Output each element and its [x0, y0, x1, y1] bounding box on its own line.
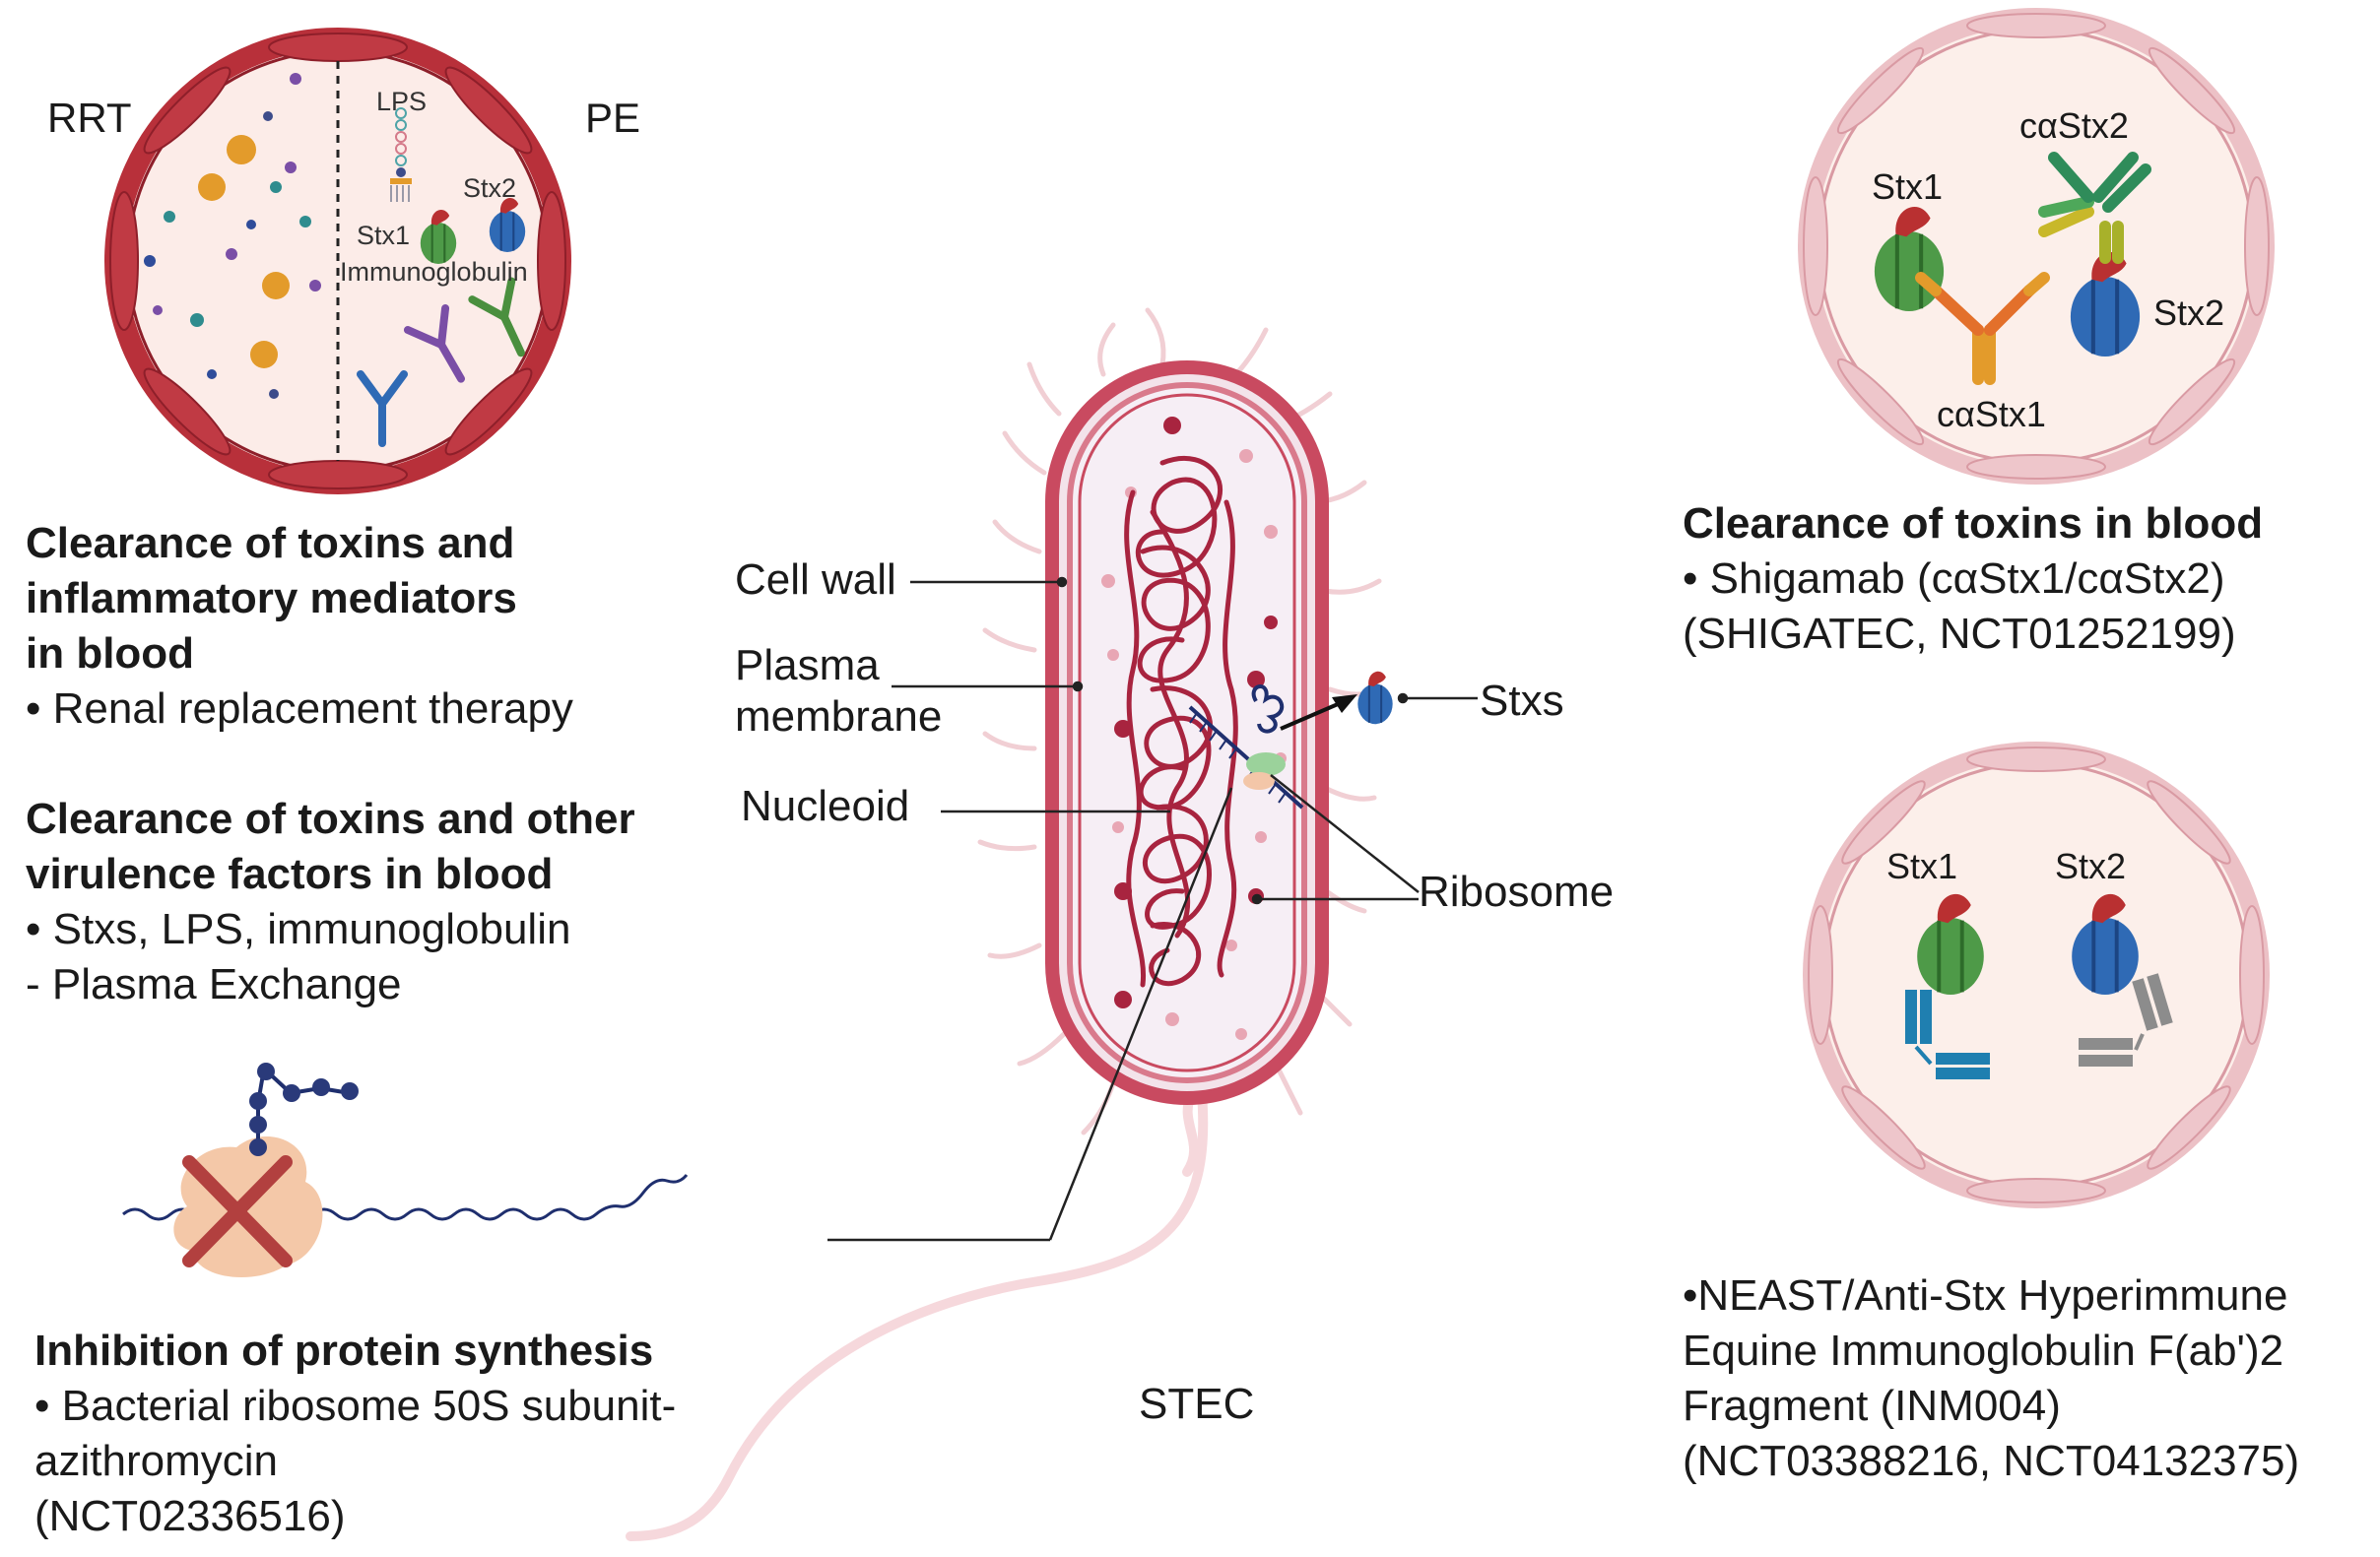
shigamab-line-2: (SHIGATEC, NCT01252199)	[1683, 610, 2236, 658]
cytoplasm-particles	[1101, 417, 1287, 1040]
top-stx2-label: Stx2	[2153, 292, 2224, 333]
plasma-membrane-label-line-2: membrane	[735, 692, 943, 741]
pe-heading-line-2: virulence factors in blood	[26, 850, 554, 898]
fab2-vessel: Stx1 Stx2	[1803, 742, 2270, 1208]
neast-line-1: •NEAST/Anti-Stx Hyperimmune	[1683, 1271, 2288, 1320]
neast-line-4: (NCT03388216, NCT04132375)	[1683, 1437, 2300, 1485]
immunoglobulin-label: Immunoglobulin	[340, 257, 528, 287]
rrt-heading-line-2: inflammatory mediators	[26, 574, 517, 622]
nucleoid-label: Nucleoid	[741, 782, 910, 830]
pe-bullet: • Stxs, LPS, immunoglobulin	[26, 905, 571, 953]
protein-synthesis-icon	[122, 1063, 689, 1277]
rrt-heading-line-1: Clearance of toxins and	[26, 519, 515, 567]
stx2-with-castx2-icon	[2038, 152, 2151, 357]
panel-stx1-label: Stx1	[357, 221, 410, 250]
pe-heading-line-1: Clearance of toxins and other	[26, 795, 635, 843]
nucleoid-dna	[1124, 455, 1238, 988]
neast-line-3: Fragment (INM004)	[1683, 1382, 2061, 1430]
bottom-stx2-label: Stx2	[2055, 846, 2126, 886]
plasma-membrane-label-line-1: Plasma	[735, 641, 880, 689]
top-castx2-label: cαStx2	[2019, 105, 2129, 146]
panel-stx2-label: Stx2	[463, 173, 516, 203]
pe-sub-item: - Plasma Exchange	[26, 960, 402, 1008]
translating-ribosome	[1188, 684, 1304, 810]
shigamab-heading: Clearance of toxins in blood	[1683, 499, 2264, 548]
protein-synthesis-line-1: • Bacterial ribosome 50S subunit-	[34, 1382, 677, 1430]
rrt-bullet: • Renal replacement therapy	[26, 684, 573, 733]
secreted-stx-icon	[1356, 670, 1394, 726]
lps-icon	[390, 107, 412, 202]
stec-caption: STEC	[1139, 1380, 1255, 1428]
top-stx1-label: Stx1	[1872, 166, 1943, 207]
shigamab-vessel: Stx1 cαStx2 Stx2 cαStx1	[1798, 8, 2275, 485]
stxs-label: Stxs	[1480, 677, 1564, 725]
bottom-stx1-label: Stx1	[1886, 846, 1957, 886]
pe-label: PE	[585, 95, 640, 141]
protein-synthesis-line-2: azithromycin	[34, 1437, 278, 1485]
top-castx1-label: cαStx1	[1937, 394, 2046, 434]
protein-synthesis-heading: Inhibition of protein synthesis	[34, 1327, 654, 1375]
rrt-heading-line-3: in blood	[26, 629, 195, 678]
stx1-with-fab2-icon	[1905, 891, 1990, 1079]
shigamab-line-1: • Shigamab (cαStx1/cαStx2)	[1683, 554, 2225, 603]
stec-bacterium	[626, 307, 1394, 1541]
stx2-with-fab2-icon	[2070, 891, 2173, 1067]
neast-line-2: Equine Immunoglobulin F(ab')2	[1683, 1327, 2284, 1375]
cell-wall-label: Cell wall	[735, 555, 896, 604]
leader-lines	[827, 576, 1478, 1242]
ribosome-label: Ribosome	[1419, 868, 1615, 916]
rrt-label: RRT	[47, 95, 132, 141]
lps-label: LPS	[376, 87, 427, 116]
stx1-with-castx1-icon	[1875, 207, 2050, 385]
rrt-pe-vessel: RRT PE LPS Stx2 Stx1 Immunoglobulin	[47, 28, 640, 494]
rrt-particles	[144, 73, 321, 399]
protein-synthesis-line-3: (NCT02336516)	[34, 1492, 346, 1540]
